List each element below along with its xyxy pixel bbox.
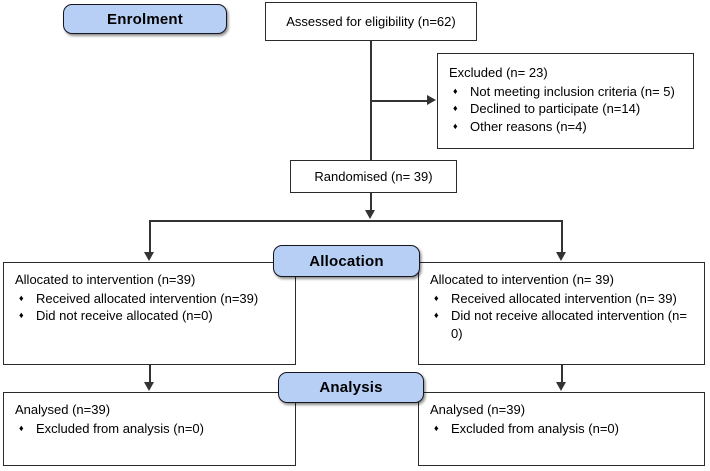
connector-allocation-right-to-analysis [561,365,563,383]
stage-label-enrolment: Enrolment [107,10,183,28]
excluded-bullet-1: ♦ Not meeting inclusion criteria (n= 5) [448,83,687,101]
arrowhead-analysis-right-icon [556,382,566,391]
allocation-right-bullet-2: ♦ Did not receive allocated intervention… [429,307,698,342]
allocation-left-bullet-1: ♦ Received allocated intervention (n=39) [14,290,289,308]
excluded-bullet-3-text: Other reasons (n=4) [470,118,587,134]
arrowhead-allocation-right-icon [556,252,566,261]
excluded-box: Excluded (n= 23) ♦ Not meeting inclusion… [437,53,694,149]
stage-badge-enrolment: Enrolment [63,4,227,34]
bullet-diamond-icon: ♦ [434,292,439,303]
allocation-right-bullet-1-text: Received allocated intervention (n= 39) [451,290,677,306]
excluded-title: Excluded (n= 23) [449,65,548,80]
allocation-right-bullet-2-text: Did not receive allocated intervention (… [451,308,687,341]
stage-badge-analysis: Analysis [278,372,424,403]
excluded-bullet-1-text: Not meeting inclusion criteria (n= 5) [470,83,675,99]
bullet-diamond-icon: ♦ [19,422,24,433]
arrowhead-excluded-icon [427,95,436,105]
analysis-right-bullet-1-text: Excluded from analysis (n=0) [451,420,619,436]
allocation-left-title: Allocated to intervention (n=39) [15,272,196,287]
excluded-bullet-2-text: Declined to participate (n=14) [470,101,641,116]
assessed-text: Assessed for eligibility (n=62) [286,13,456,29]
analysis-right-box: Analysed (n=39) ♦ Excluded from analysis… [418,392,705,466]
bullet-diamond-icon: ♦ [434,310,439,320]
connector-split-horizontal [149,220,563,222]
excluded-bullet-2: ♦ Declined to participate (n=14) [448,100,687,118]
bullet-diamond-icon: ♦ [453,85,458,96]
allocation-left-bullet-2-text: Did not receive allocated (n=0) [36,308,213,323]
stage-badge-allocation: Allocation [273,245,420,277]
allocation-left-box: Allocated to intervention (n=39) ♦ Recei… [3,262,296,365]
allocation-left-bullet-2: ♦ Did not receive allocated (n=0) [14,307,289,325]
bullet-diamond-icon: ♦ [19,292,24,303]
analysis-left-title: Analysed (n=39) [15,402,111,417]
stage-label-analysis: Analysis [319,379,383,396]
allocation-right-box: Allocated to intervention (n= 39) ♦ Rece… [418,262,705,365]
stage-label-allocation: Allocation [309,252,384,270]
allocation-right-title: Allocated to intervention (n= 39) [430,272,614,287]
connector-split-left-down [149,220,151,253]
analysis-left-bullet-1-text: Excluded from analysis (n=0) [36,420,204,436]
bullet-diamond-icon: ♦ [434,422,439,433]
analysis-left-box: Analysed (n=39) ♦ Excluded from analysis… [3,392,296,466]
randomised-box: Randomised (n= 39) [290,160,457,193]
connector-to-excluded [370,100,428,102]
analysis-left-bullet-1: ♦ Excluded from analysis (n=0) [14,420,289,438]
connector-split-right-down [561,220,563,253]
excluded-bullet-3: ♦ Other reasons (n=4) [448,118,687,136]
randomised-text: Randomised (n= 39) [314,168,433,184]
bullet-diamond-icon: ♦ [19,310,24,320]
connector-randomised-down [370,193,372,211]
arrowhead-analysis-left-icon [144,382,154,391]
bullet-diamond-icon: ♦ [453,120,458,131]
arrowhead-split-icon [365,210,375,219]
connector-allocation-left-to-analysis [149,365,151,383]
assessed-box: Assessed for eligibility (n=62) [265,2,477,41]
bullet-diamond-icon: ♦ [453,103,458,113]
allocation-right-bullet-1: ♦ Received allocated intervention (n= 39… [429,290,698,308]
allocation-left-bullet-1-text: Received allocated intervention (n=39) [36,290,259,306]
analysis-right-bullet-1: ♦ Excluded from analysis (n=0) [429,420,698,438]
arrowhead-allocation-left-icon [144,252,154,261]
analysis-right-title: Analysed (n=39) [430,402,526,417]
